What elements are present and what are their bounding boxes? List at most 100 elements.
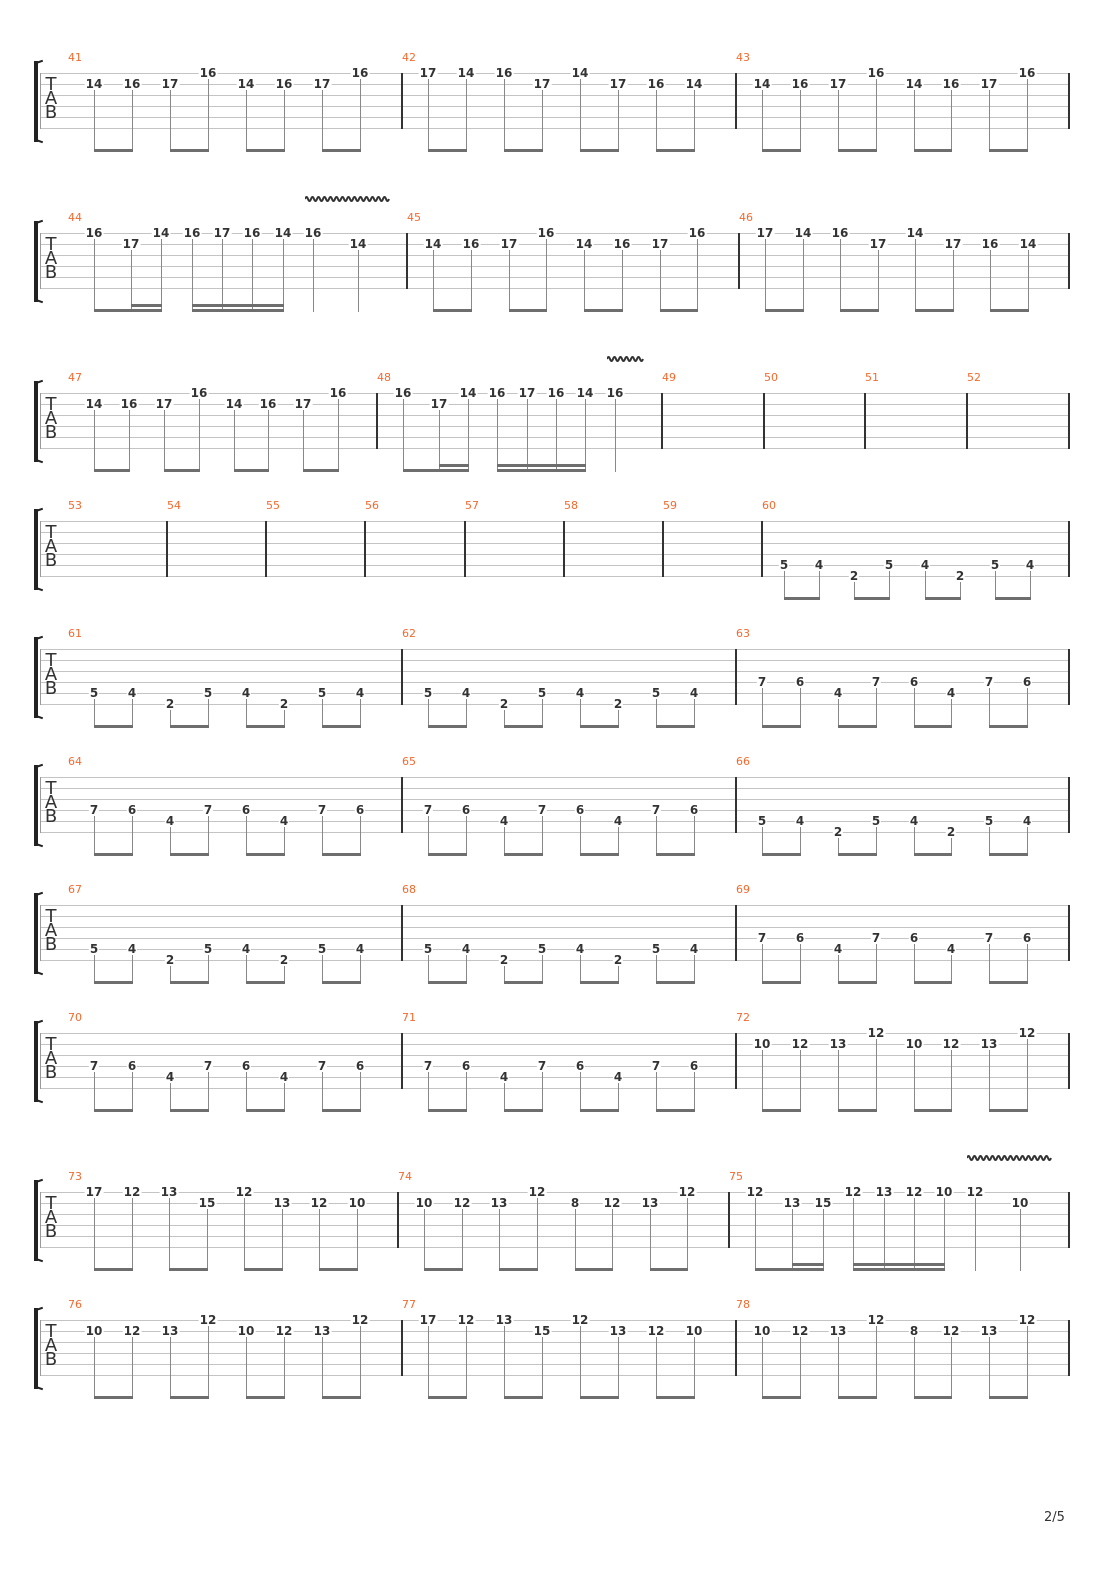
fret-number[interactable]: 17 bbox=[532, 77, 552, 91]
fret-number[interactable]: 6 bbox=[908, 675, 920, 689]
fret-number[interactable]: 16 bbox=[189, 386, 209, 400]
fret-number[interactable]: 6 bbox=[574, 1059, 586, 1073]
fret-number[interactable]: 14 bbox=[793, 226, 813, 240]
fret-number[interactable]: 5 bbox=[422, 942, 434, 956]
fret-number[interactable]: 14 bbox=[236, 77, 256, 91]
fret-number[interactable]: 17 bbox=[84, 1185, 104, 1199]
fret-number[interactable]: 17 bbox=[943, 237, 963, 251]
fret-number[interactable]: 14 bbox=[273, 226, 293, 240]
fret-number[interactable]: 10 bbox=[414, 1196, 434, 1210]
fret-number[interactable]: 17 bbox=[418, 1313, 438, 1327]
fret-number[interactable]: 6 bbox=[126, 1059, 138, 1073]
fret-number[interactable]: 13 bbox=[160, 1324, 180, 1338]
fret-number[interactable]: 2 bbox=[498, 697, 510, 711]
fret-number[interactable]: 16 bbox=[350, 66, 370, 80]
fret-number[interactable]: 5 bbox=[883, 558, 895, 572]
fret-number[interactable]: 16 bbox=[487, 386, 507, 400]
fret-number[interactable]: 15 bbox=[197, 1196, 217, 1210]
fret-number[interactable]: 12 bbox=[866, 1313, 886, 1327]
fret-number[interactable]: 4 bbox=[832, 686, 844, 700]
fret-number[interactable]: 12 bbox=[941, 1037, 961, 1051]
fret-number[interactable]: 14 bbox=[574, 237, 594, 251]
fret-number[interactable]: 10 bbox=[684, 1324, 704, 1338]
fret-number[interactable]: 4 bbox=[794, 814, 806, 828]
fret-number[interactable]: 12 bbox=[122, 1185, 142, 1199]
fret-number[interactable]: 4 bbox=[612, 1070, 624, 1084]
fret-number[interactable]: 17 bbox=[312, 77, 332, 91]
fret-number[interactable]: 4 bbox=[278, 1070, 290, 1084]
fret-number[interactable]: 12 bbox=[941, 1324, 961, 1338]
fret-number[interactable]: 6 bbox=[126, 803, 138, 817]
fret-number[interactable]: 4 bbox=[164, 1070, 176, 1084]
fret-number[interactable]: 16 bbox=[646, 77, 666, 91]
fret-number[interactable]: 10 bbox=[1010, 1196, 1030, 1210]
fret-number[interactable]: 7 bbox=[202, 803, 214, 817]
fret-number[interactable]: 12 bbox=[677, 1185, 697, 1199]
fret-number[interactable]: 16 bbox=[182, 226, 202, 240]
fret-number[interactable]: 12 bbox=[234, 1185, 254, 1199]
fret-number[interactable]: 4 bbox=[688, 686, 700, 700]
fret-number[interactable]: 4 bbox=[1024, 558, 1036, 572]
fret-number[interactable]: 6 bbox=[1021, 931, 1033, 945]
fret-number[interactable]: 2 bbox=[954, 569, 966, 583]
fret-number[interactable]: 17 bbox=[755, 226, 775, 240]
fret-number[interactable]: 6 bbox=[460, 1059, 472, 1073]
fret-number[interactable]: 14 bbox=[684, 77, 704, 91]
fret-number[interactable]: 7 bbox=[650, 1059, 662, 1073]
fret-number[interactable]: 16 bbox=[328, 386, 348, 400]
fret-number[interactable]: 16 bbox=[866, 66, 886, 80]
fret-number[interactable]: 14 bbox=[84, 397, 104, 411]
fret-number[interactable]: 5 bbox=[88, 686, 100, 700]
fret-number[interactable]: 7 bbox=[536, 803, 548, 817]
fret-number[interactable]: 2 bbox=[612, 697, 624, 711]
fret-number[interactable]: 4 bbox=[240, 686, 252, 700]
fret-number[interactable]: 2 bbox=[832, 825, 844, 839]
fret-number[interactable]: 7 bbox=[870, 931, 882, 945]
fret-number[interactable]: 10 bbox=[752, 1324, 772, 1338]
fret-number[interactable]: 13 bbox=[828, 1037, 848, 1051]
fret-number[interactable]: 16 bbox=[790, 77, 810, 91]
fret-number[interactable]: 17 bbox=[418, 66, 438, 80]
fret-number[interactable]: 2 bbox=[945, 825, 957, 839]
fret-number[interactable]: 7 bbox=[422, 1059, 434, 1073]
fret-number[interactable]: 16 bbox=[830, 226, 850, 240]
fret-number[interactable]: 16 bbox=[198, 66, 218, 80]
fret-number[interactable]: 6 bbox=[794, 675, 806, 689]
fret-number[interactable]: 2 bbox=[278, 697, 290, 711]
fret-number[interactable]: 7 bbox=[650, 803, 662, 817]
fret-number[interactable]: 7 bbox=[756, 675, 768, 689]
fret-number[interactable]: 17 bbox=[160, 77, 180, 91]
fret-number[interactable]: 16 bbox=[546, 386, 566, 400]
fret-number[interactable]: 17 bbox=[499, 237, 519, 251]
fret-number[interactable]: 4 bbox=[278, 814, 290, 828]
fret-number[interactable]: 12 bbox=[602, 1196, 622, 1210]
fret-number[interactable]: 2 bbox=[164, 697, 176, 711]
fret-number[interactable]: 12 bbox=[1017, 1026, 1037, 1040]
fret-number[interactable]: 16 bbox=[242, 226, 262, 240]
fret-number[interactable]: 16 bbox=[980, 237, 1000, 251]
fret-number[interactable]: 4 bbox=[1021, 814, 1033, 828]
fret-number[interactable]: 16 bbox=[612, 237, 632, 251]
fret-number[interactable]: 13 bbox=[782, 1196, 802, 1210]
fret-number[interactable]: 2 bbox=[498, 953, 510, 967]
fret-number[interactable]: 13 bbox=[640, 1196, 660, 1210]
fret-number[interactable]: 7 bbox=[756, 931, 768, 945]
fret-number[interactable]: 14 bbox=[1018, 237, 1038, 251]
fret-number[interactable]: 4 bbox=[908, 814, 920, 828]
fret-number[interactable]: 10 bbox=[84, 1324, 104, 1338]
fret-number[interactable]: 16 bbox=[122, 77, 142, 91]
fret-number[interactable]: 4 bbox=[498, 1070, 510, 1084]
fret-number[interactable]: 14 bbox=[151, 226, 171, 240]
fret-number[interactable]: 6 bbox=[240, 803, 252, 817]
fret-number[interactable]: 4 bbox=[574, 942, 586, 956]
fret-number[interactable]: 17 bbox=[212, 226, 232, 240]
fret-number[interactable]: 5 bbox=[316, 942, 328, 956]
fret-number[interactable]: 6 bbox=[1021, 675, 1033, 689]
fret-number[interactable]: 17 bbox=[121, 237, 141, 251]
fret-number[interactable]: 14 bbox=[348, 237, 368, 251]
fret-number[interactable]: 13 bbox=[979, 1037, 999, 1051]
fret-number[interactable]: 17 bbox=[154, 397, 174, 411]
fret-number[interactable]: 5 bbox=[202, 686, 214, 700]
fret-number[interactable]: 7 bbox=[983, 675, 995, 689]
fret-number[interactable]: 10 bbox=[934, 1185, 954, 1199]
